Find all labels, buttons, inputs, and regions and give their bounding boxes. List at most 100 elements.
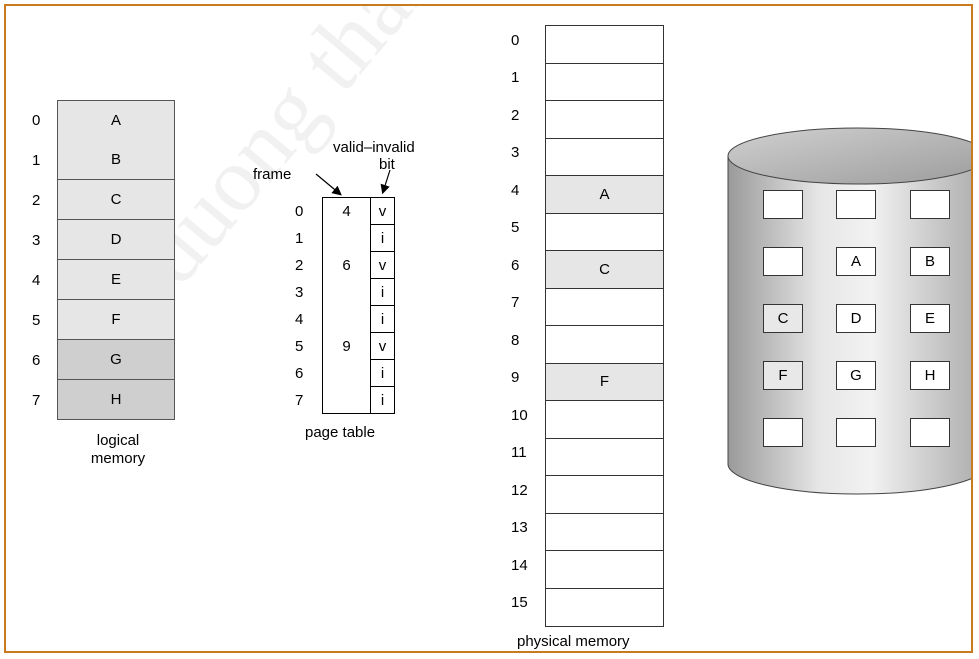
physical-frame-cell xyxy=(546,589,663,627)
disk-slot: F xyxy=(763,361,803,390)
logical-page-index: 1 xyxy=(32,152,41,169)
physical-frame-cell xyxy=(546,551,663,589)
page-table-frame-cell xyxy=(323,279,371,306)
page-table-frame-cell: 6 xyxy=(323,252,371,279)
page-table-frame-cell: 4 xyxy=(323,198,371,225)
disk-slot xyxy=(836,418,876,447)
physical-frame-cell xyxy=(546,214,663,251)
page-table-row-divider xyxy=(370,224,395,225)
page-table-index: 2 xyxy=(295,257,304,274)
physical-frame-cell: C xyxy=(546,251,663,289)
disk-slot xyxy=(836,190,876,219)
physical-frame-index: 10 xyxy=(511,406,528,424)
logical-page-index: 2 xyxy=(32,192,41,209)
disk-slot: C xyxy=(763,304,803,333)
logical-page-index: 0 xyxy=(32,112,41,129)
figure-frame: cuu duong than cong . com logical memory… xyxy=(4,4,973,653)
page-table-frame-cell xyxy=(323,225,371,252)
disk-slot: E xyxy=(910,304,950,333)
page-table-index: 0 xyxy=(295,203,304,220)
disk-slot: H xyxy=(910,361,950,390)
physical-frame-cell xyxy=(546,401,663,439)
physical-frame-cell xyxy=(546,439,663,476)
physical-frame-cell xyxy=(546,26,663,64)
page-table-bit-cell: i xyxy=(380,392,385,409)
pointer-arrows xyxy=(315,169,391,196)
physical-frame-cell xyxy=(546,64,663,101)
page-table-row: i xyxy=(323,279,394,306)
page-table-frame-cell xyxy=(323,360,371,387)
frame-arrow xyxy=(315,173,342,196)
page-table-row-divider xyxy=(370,359,395,360)
page-table-bit-cell: v xyxy=(378,338,387,355)
page-table-frame-cell xyxy=(323,387,371,414)
disk-slot xyxy=(763,418,803,447)
logical-page-cell: C xyxy=(57,180,175,220)
logical-page-index: 5 xyxy=(32,312,41,329)
disk-slot: D xyxy=(836,304,876,333)
page-table-row-divider xyxy=(370,305,395,306)
physical-frame-cell xyxy=(546,326,663,364)
bit-arrow xyxy=(380,169,391,195)
page-table-caption: page table xyxy=(305,424,376,441)
physical-frame-index: 13 xyxy=(511,519,528,537)
physical-frame-index: 3 xyxy=(511,144,520,162)
page-table-index: 4 xyxy=(295,311,304,328)
logical-page-cell: H xyxy=(57,380,175,420)
page-table-bit-cell: v xyxy=(378,257,387,274)
page-table-row: i xyxy=(323,387,394,414)
page-table-frame-cell xyxy=(323,306,371,333)
logical-page-cell: E xyxy=(57,260,175,300)
logical-page-index: 6 xyxy=(32,352,41,369)
logical-page-index: 4 xyxy=(32,272,41,289)
disk-slot xyxy=(910,190,950,219)
page-table-bit-cell: i xyxy=(380,284,385,301)
page-table-row-divider xyxy=(370,386,395,387)
logical-memory-caption: logical memory xyxy=(90,432,146,467)
page-table-row-divider xyxy=(370,278,395,279)
page-table-frame-cell: 9 xyxy=(323,333,371,360)
disk-slot xyxy=(910,418,950,447)
page-table-index: 1 xyxy=(295,230,304,247)
frame-label: frame xyxy=(253,166,292,183)
physical-frame-index: 1 xyxy=(511,69,520,87)
physical-frame-index: 8 xyxy=(511,331,520,349)
page-table-bit-cell: i xyxy=(380,230,385,247)
physical-frame-index: 2 xyxy=(511,106,520,124)
page-table-bit-cell: i xyxy=(380,311,385,328)
page-table-index: 3 xyxy=(295,284,304,301)
physical-frame-cell: A xyxy=(546,176,663,214)
disk-slot: B xyxy=(910,247,950,276)
physical-frame-cell xyxy=(546,289,663,326)
physical-frame-index: 15 xyxy=(511,594,528,612)
disk-slot xyxy=(763,247,803,276)
physical-frame-cell xyxy=(546,139,663,176)
logical-page-index: 7 xyxy=(32,392,41,409)
page-table-bit-cell: v xyxy=(378,203,387,220)
physical-frame-index: 7 xyxy=(511,294,520,312)
physical-frame-cell xyxy=(546,514,663,551)
page-table-row: i xyxy=(323,225,394,252)
physical-frame-index: 14 xyxy=(511,556,528,574)
physical-frame-cell xyxy=(546,476,663,514)
physical-frame-cell: F xyxy=(546,363,663,401)
physical-frame-index: 4 xyxy=(511,181,520,199)
logical-page-cell: F xyxy=(57,300,175,340)
page-table-bit-cell: i xyxy=(380,365,385,382)
page-table-row: i xyxy=(323,360,394,387)
page-table-index: 5 xyxy=(295,338,304,355)
physical-frame-index: 9 xyxy=(511,369,520,387)
logical-page-cell: B xyxy=(57,140,175,180)
logical-page-cell: G xyxy=(57,340,175,380)
logical-page-cell: A xyxy=(57,100,175,141)
physical-frame-index: 5 xyxy=(511,219,520,237)
disk-slot: A xyxy=(836,247,876,276)
valid-invalid-label: valid–invalid xyxy=(333,139,415,156)
physical-frame-index: 6 xyxy=(511,256,520,274)
physical-frame-index: 11 xyxy=(511,444,527,462)
